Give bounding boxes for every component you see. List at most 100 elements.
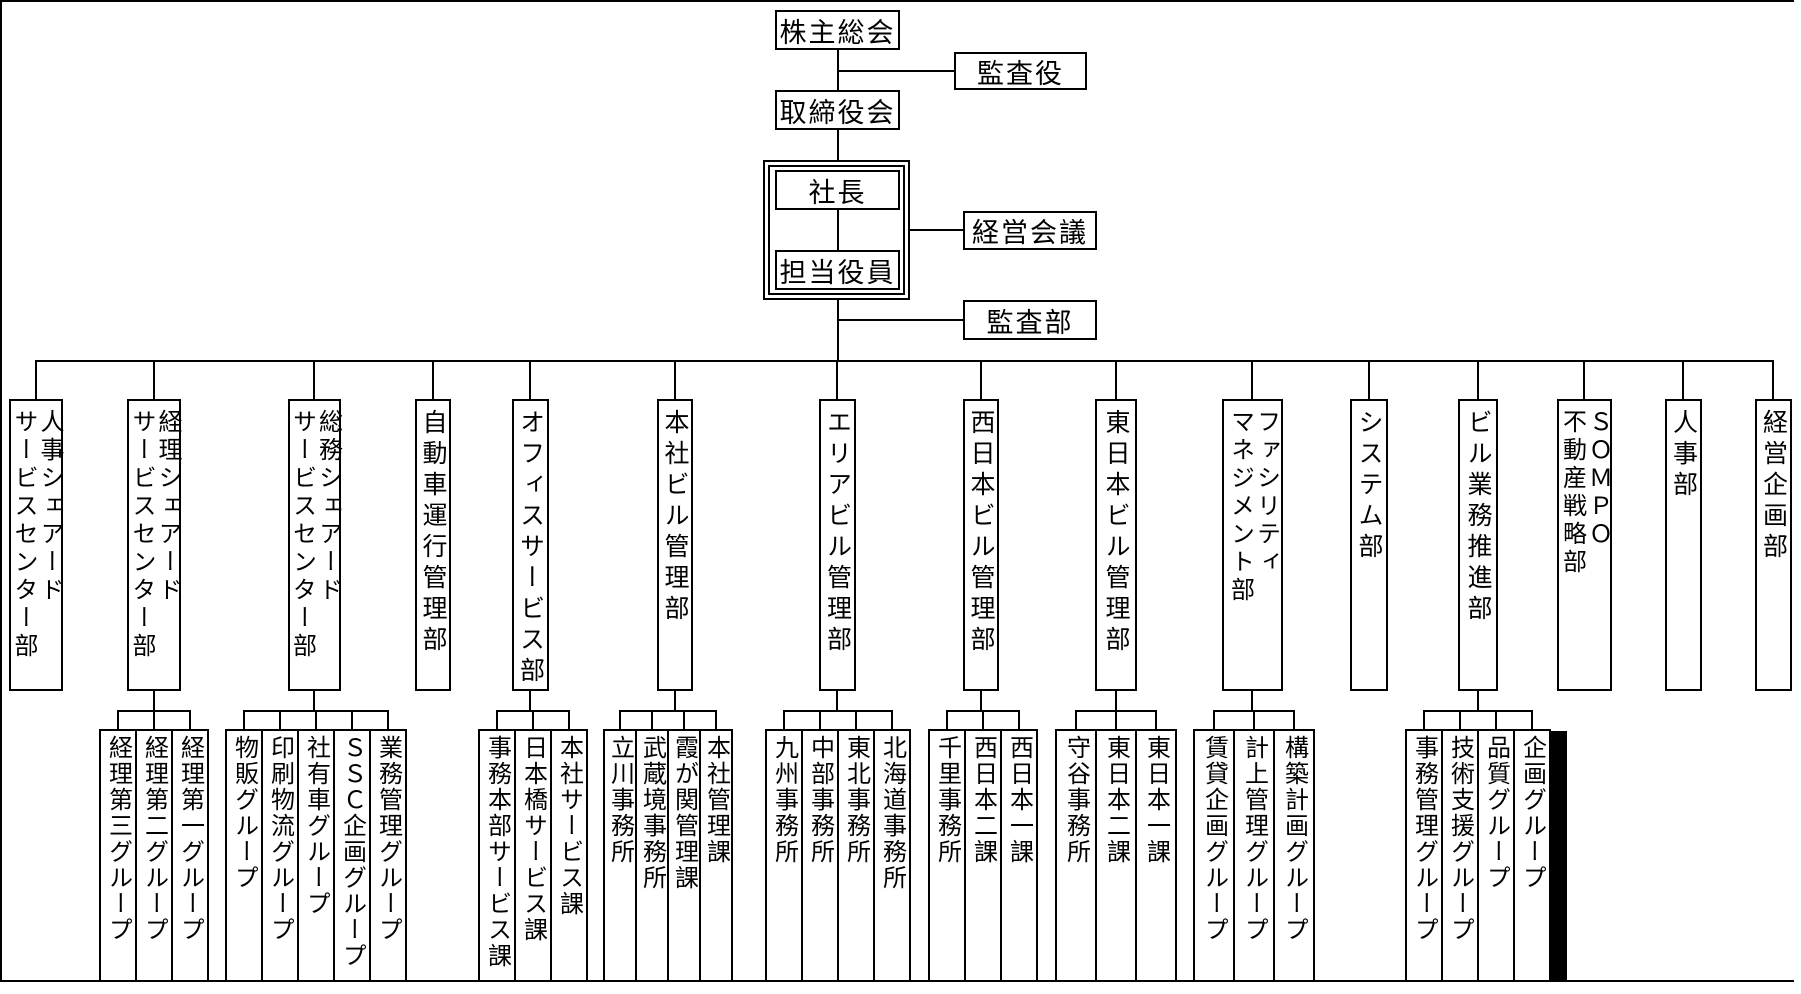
dept-box-label: 東日本ビル管理部 <box>1102 409 1130 657</box>
child-box-label: 東日本二課 <box>1102 735 1130 865</box>
board-of-directors-box: 取締役会 <box>775 90 900 130</box>
child-box-label: 西日本一課 <box>1005 735 1033 865</box>
connector-management-meeting <box>910 229 963 231</box>
connector-dept-stub <box>529 360 531 399</box>
child-box-label: 日本橋サービス課 <box>519 735 547 943</box>
canvas-border-top <box>0 0 1794 2</box>
dept-box-label: 自動車運行管理部 <box>419 409 447 657</box>
connector-child-stub <box>1213 710 1215 729</box>
child-box: 九州事務所 <box>765 729 803 982</box>
dept-box: 経理シェアード サービスセンター部 <box>127 399 181 691</box>
connector-dept-stub <box>836 360 838 399</box>
auditor-box: 監査役 <box>954 52 1087 90</box>
child-box: 物販グループ <box>225 729 263 982</box>
child-box: 北海道事務所 <box>873 729 911 982</box>
connector-child-stub <box>387 710 389 729</box>
connector-dept-stub <box>1251 360 1253 399</box>
president-group-outer-frame <box>763 160 910 300</box>
connector-subtree-stub <box>674 691 676 712</box>
management-meeting-box: 経営会議 <box>963 211 1097 250</box>
redacted-box <box>1549 731 1567 982</box>
connector-dept-stub <box>1772 360 1774 399</box>
connector-child-stub <box>1155 710 1157 729</box>
connector-subtree-stub <box>1251 691 1253 712</box>
audit-department-box: 監査部 <box>963 300 1097 340</box>
child-box: 印刷物流グループ <box>261 729 299 982</box>
child-box: 東日本一課 <box>1135 729 1177 982</box>
shareholders-meeting-box: 株主総会 <box>775 10 900 50</box>
child-box-label: 西日本二課 <box>969 735 997 865</box>
dept-box-label: 経理シェアード サービスセンター部 <box>128 409 181 661</box>
connector-audit-department <box>838 319 963 321</box>
dept-box-label: ビル業務推進部 <box>1464 409 1492 626</box>
dept-box-label: システム部 <box>1355 409 1383 564</box>
dept-box-label: オフィスサービス部 <box>516 409 545 688</box>
connector-children-bus <box>619 710 717 712</box>
connector-child-stub <box>496 710 498 729</box>
child-box: 東北事務所 <box>837 729 875 982</box>
child-box-label: 業務管理グループ <box>374 735 402 943</box>
connector-dept-stub <box>153 360 155 399</box>
child-box: 経理第一グループ <box>171 729 209 982</box>
dept-box: システム部 <box>1350 399 1388 691</box>
president-label: 社長 <box>808 177 867 208</box>
child-box-label: 東北事務所 <box>842 735 870 865</box>
child-box-label: 武蔵境事務所 <box>638 735 666 891</box>
child-box-label: 経理第一グループ <box>176 735 204 943</box>
child-box-label: 立川事務所 <box>606 735 634 865</box>
connector-child-stub <box>279 710 281 729</box>
connector-dept-stub <box>313 360 315 399</box>
connector-child-stub <box>243 710 245 729</box>
child-box: 千里事務所 <box>928 729 966 982</box>
dept-box-label: 総務シェアード サービスセンター部 <box>288 409 342 661</box>
executive-in-charge-label: 担当役員 <box>779 257 896 288</box>
management-meeting-label: 経営会議 <box>972 218 1088 248</box>
connector-dept-stub <box>432 360 434 399</box>
child-box-label: 経理第二グループ <box>140 735 168 943</box>
dept-box: ＳＯＭＰＯ 不動産戦略部 <box>1557 399 1612 691</box>
child-box-label: 守谷事務所 <box>1062 735 1090 865</box>
connector-subtree-stub <box>836 691 838 712</box>
president-box: 社長 <box>775 170 900 210</box>
connector-children-bus <box>783 710 893 712</box>
child-box: 本社管理課 <box>699 729 733 982</box>
child-box: 守谷事務所 <box>1055 729 1097 982</box>
connector-child-stub <box>153 710 155 729</box>
dept-box: エリアビル管理部 <box>819 399 856 691</box>
connector-child-stub <box>1495 710 1497 729</box>
connector-board-president <box>837 130 839 160</box>
connector-dept-stub <box>1682 360 1684 399</box>
child-box-label: 事務管理グループ <box>1410 735 1438 943</box>
child-box-label: 経理第三グループ <box>104 735 132 943</box>
connector-child-stub <box>1115 710 1117 729</box>
dept-box-label: 人事部 <box>1669 409 1698 502</box>
child-box: 東日本二課 <box>1095 729 1137 982</box>
child-box-label: 北海道事務所 <box>878 735 906 891</box>
connector-child-stub <box>819 710 821 729</box>
child-box-label: 品質グループ <box>1482 735 1510 891</box>
connector-dept-stub <box>1115 360 1117 399</box>
executive-in-charge-box: 担当役員 <box>775 250 900 290</box>
connector-subtree-stub <box>1115 691 1117 712</box>
connector-child-stub <box>855 710 857 729</box>
connector-child-stub <box>1075 710 1077 729</box>
dept-box: 経営企画部 <box>1755 399 1792 691</box>
dept-box-label: ファシリティ マネジメント部 <box>1226 409 1280 605</box>
child-box-label: 企画グループ <box>1518 735 1546 891</box>
child-box-label: 物販グループ <box>230 735 258 891</box>
dept-box-label: 西日本ビル管理部 <box>967 409 995 657</box>
connector-child-stub <box>117 710 119 729</box>
child-box: 武蔵境事務所 <box>635 729 669 982</box>
child-box-label: 霞が関管理課 <box>670 735 698 891</box>
board-of-directors-label: 取締役会 <box>779 97 896 128</box>
child-box-label: 賃貸企画グループ <box>1200 735 1228 943</box>
child-box: 経理第三グループ <box>99 729 137 982</box>
connector-child-stub <box>1423 710 1425 729</box>
connector-dept-stub <box>674 360 676 399</box>
connector-president-executive <box>837 210 839 250</box>
child-box: 西日本二課 <box>964 729 1002 982</box>
connector-dept-stub <box>1477 360 1479 399</box>
connector-dept-stub <box>1368 360 1370 399</box>
dept-box-label: 人事シェアード サービスセンター部 <box>10 409 63 661</box>
